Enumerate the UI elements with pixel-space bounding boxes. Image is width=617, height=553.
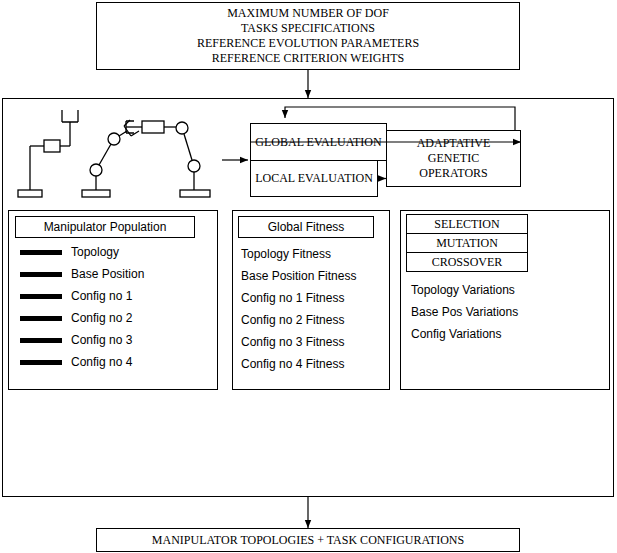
robot-base bbox=[82, 190, 110, 197]
operator-box: MUTATION bbox=[406, 233, 528, 253]
output-box: MANIPULATOR TOPOLOGIES + TASK CONFIGURAT… bbox=[96, 528, 520, 552]
list-item: Topology Variations bbox=[411, 281, 515, 299]
box-label: Global Fitness bbox=[268, 218, 345, 236]
prismatic-joint bbox=[44, 140, 60, 152]
list-item: Config no 4 Fitness bbox=[241, 355, 344, 373]
gene-bar bbox=[20, 316, 62, 321]
gene-bar bbox=[20, 338, 62, 343]
prismatic-joint bbox=[142, 121, 164, 133]
box-label: Manipulator Population bbox=[44, 218, 167, 236]
box-label: MAXIMUM NUMBER OF DOF bbox=[227, 6, 389, 21]
revolute-joint bbox=[90, 164, 102, 176]
revolute-joint bbox=[176, 122, 188, 134]
gripper bbox=[62, 110, 78, 122]
revolute-joint bbox=[188, 160, 200, 172]
box-label: ADAPTATIVE GENETIC OPERATORS bbox=[393, 136, 514, 181]
list-item: Base Pos Variations bbox=[411, 303, 518, 321]
list-item: Topology Fitness bbox=[241, 245, 331, 263]
flow-arrow bbox=[307, 70, 308, 98]
box-label: REFERENCE CRITERION WEIGHTS bbox=[212, 51, 404, 66]
flow-arrow bbox=[307, 497, 308, 528]
list-item: Config no 1 bbox=[71, 287, 132, 305]
gripper bbox=[124, 120, 139, 136]
robot-base bbox=[18, 190, 42, 197]
list-item: Base Position Fitness bbox=[241, 267, 356, 285]
operators-panel: Topology VariationsBase Pos VariationsCo… bbox=[400, 210, 610, 390]
list-item: Base Position bbox=[71, 265, 144, 283]
panel-header: Manipulator Population bbox=[15, 216, 195, 238]
revolute-joint bbox=[108, 133, 120, 145]
input-box: MAXIMUM NUMBER OF DOFTASKS SPECIFICATION… bbox=[96, 2, 520, 70]
box-label: GLOBAL EVALUATION bbox=[255, 135, 381, 150]
list-item: Config no 3 Fitness bbox=[241, 333, 344, 351]
feedback-loop bbox=[285, 107, 515, 130]
gene-bar bbox=[20, 360, 62, 365]
gene-bar bbox=[20, 294, 62, 299]
list-item: Topology bbox=[71, 243, 119, 261]
panel-header: Global Fitness bbox=[238, 216, 374, 238]
chromosome-bars bbox=[20, 250, 62, 365]
box-label: TASKS SPECIFICATIONS bbox=[241, 21, 375, 36]
list-item: Config Variations bbox=[411, 325, 502, 343]
box-label: CROSSOVER bbox=[432, 255, 503, 270]
gene-bar bbox=[20, 272, 62, 277]
list-item: Config no 1 Fitness bbox=[241, 289, 344, 307]
box-label: REFERENCE EVOLUTION PARAMETERS bbox=[197, 36, 419, 51]
population-panel: TopologyBase PositionConfig no 1 Config n… bbox=[8, 210, 218, 390]
operator-box: CROSSOVER bbox=[406, 252, 528, 272]
operator-box: SELECTION bbox=[406, 214, 528, 234]
robot-base bbox=[180, 190, 210, 197]
flow-arrow bbox=[222, 159, 248, 160]
process-box: LOCAL EVALUATION bbox=[250, 160, 378, 197]
fitness-panel: Topology FitnessBase Position FitnessCon… bbox=[232, 210, 390, 390]
box-label: LOCAL EVALUATION bbox=[255, 171, 373, 186]
process-box: GLOBAL EVALUATION bbox=[250, 123, 387, 161]
list-item: Config no 3 bbox=[71, 331, 132, 349]
robot-sketches bbox=[18, 110, 210, 197]
box-label: SELECTION bbox=[434, 217, 499, 232]
process-box: ADAPTATIVE GENETIC OPERATORS bbox=[386, 130, 521, 187]
flow-arrow bbox=[378, 178, 386, 179]
gene-bar bbox=[20, 250, 62, 255]
evolution-frame: GLOBAL EVALUATION LOCAL EVALUATION ADAPTAT… bbox=[2, 98, 614, 497]
list-item: Config no 2 Fitness bbox=[241, 311, 344, 329]
box-label: MUTATION bbox=[436, 236, 498, 251]
list-item: Config no 2 bbox=[71, 309, 132, 327]
list-item: Config no 4 bbox=[71, 353, 132, 371]
box-label: MANIPULATOR TOPOLOGIES + TASK CONFIGURAT… bbox=[152, 533, 464, 548]
